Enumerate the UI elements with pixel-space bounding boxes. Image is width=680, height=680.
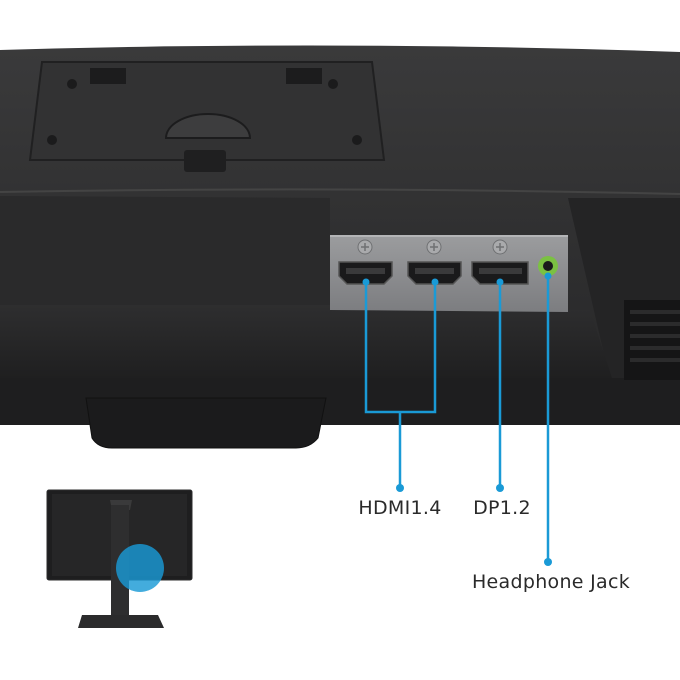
- audio-jack-icon: [538, 256, 558, 276]
- monitor-lower-rear: [0, 196, 680, 449]
- dp-label: DP1.2: [473, 497, 531, 519]
- port-panel: [330, 235, 568, 312]
- port-location-highlight: [116, 544, 164, 592]
- screw-icon: [426, 239, 442, 255]
- hdmi-port-icon: [338, 261, 393, 285]
- displayport-port-icon: [471, 261, 529, 285]
- hdmi-port-icon: [407, 261, 462, 285]
- thumbnail-stand-base: [78, 615, 164, 628]
- callout-lines: [362, 272, 552, 566]
- vesa-mount-plate: [28, 61, 386, 161]
- screw-icon: [492, 239, 508, 255]
- hdmi-label: HDMI1.4: [358, 497, 441, 519]
- vent-grille: [624, 300, 680, 380]
- headphone-jack-label: Headphone Jack: [472, 571, 630, 593]
- screw-icon: [357, 239, 373, 255]
- stand-bracket: [85, 397, 327, 449]
- monitor-thumbnail: [46, 489, 193, 628]
